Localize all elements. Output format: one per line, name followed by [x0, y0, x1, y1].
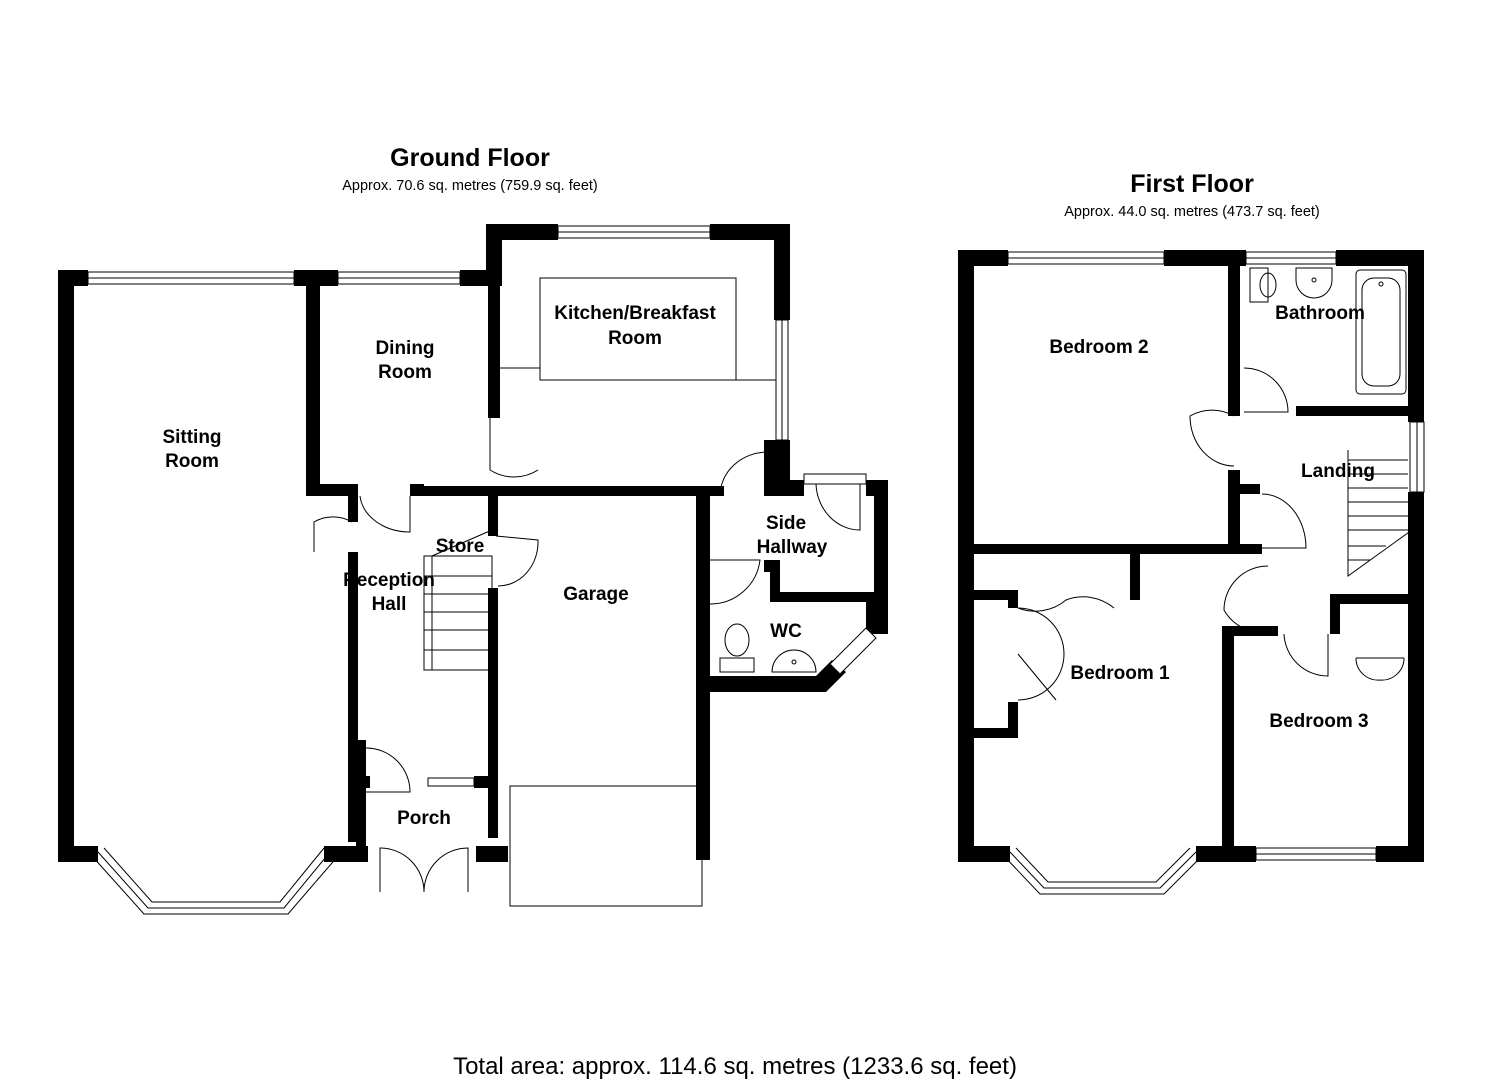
toilet-icon	[719, 657, 755, 673]
first-floor-lines	[1249, 267, 1413, 577]
first-floor-doors	[1017, 367, 1405, 701]
ground-floor-plan: Ground Floor Approx. 70.6 sq. metres (75…	[58, 144, 888, 915]
total-area: Total area: approx. 114.6 sq. metres (12…	[453, 1053, 1017, 1080]
room-label-bedroom-2: Bedroom 2	[1049, 337, 1148, 358]
sink-icon	[1295, 267, 1333, 299]
ground-floor-lines	[423, 277, 776, 907]
ground-floor-doors	[313, 418, 861, 893]
first-floor-labels: Bedroom 2 Bathroom Landing Bedroom 1 Bed…	[1049, 303, 1375, 732]
room-label-dining-room-2: Room	[378, 362, 432, 383]
wc-fixtures	[719, 623, 817, 673]
ground-floor-title: Ground Floor	[390, 144, 550, 172]
first-floor-windows	[1003, 251, 1425, 895]
room-label-wc: WC	[770, 621, 802, 642]
first-floor-plan: First Floor Approx. 44.0 sq. metres (473…	[958, 170, 1425, 895]
room-label-porch: Porch	[397, 808, 451, 829]
ground-floor-windows	[87, 225, 877, 915]
room-label-reception-hall: Reception	[343, 570, 435, 591]
first-floor-area: Approx. 44.0 sq. metres (473.7 sq. feet)	[1064, 204, 1320, 220]
sink-icon	[771, 649, 817, 673]
first-floor-walls	[958, 250, 1424, 862]
room-label-sitting-room: Sitting	[162, 427, 221, 448]
ground-floor-walls	[58, 224, 888, 862]
room-label-side-hallway: Side	[766, 513, 806, 534]
room-label-bedroom-3: Bedroom 3	[1269, 711, 1368, 732]
bath-icon	[1355, 269, 1407, 395]
ground-floor-area: Approx. 70.6 sq. metres (759.9 sq. feet)	[342, 178, 598, 194]
room-label-kitchen-2: Room	[608, 328, 662, 349]
room-label-bedroom-1: Bedroom 1	[1070, 663, 1170, 684]
ground-floor-labels: Sitting Room Dining Room Kitchen/Breakfa…	[162, 303, 827, 829]
toilet-icon	[1249, 267, 1269, 303]
room-label-sitting-room-2: Room	[165, 451, 219, 472]
room-label-kitchen: Kitchen/Breakfast	[554, 303, 716, 324]
room-label-store: Store	[436, 536, 485, 557]
first-floor-title: First Floor	[1130, 170, 1254, 198]
room-label-side-hallway-2: Hallway	[757, 537, 828, 558]
room-label-landing: Landing	[1301, 461, 1375, 482]
room-label-bathroom: Bathroom	[1275, 303, 1365, 324]
room-label-reception-hall-2: Hall	[372, 594, 407, 615]
room-label-garage: Garage	[563, 584, 628, 605]
room-label-dining-room: Dining	[375, 338, 434, 359]
